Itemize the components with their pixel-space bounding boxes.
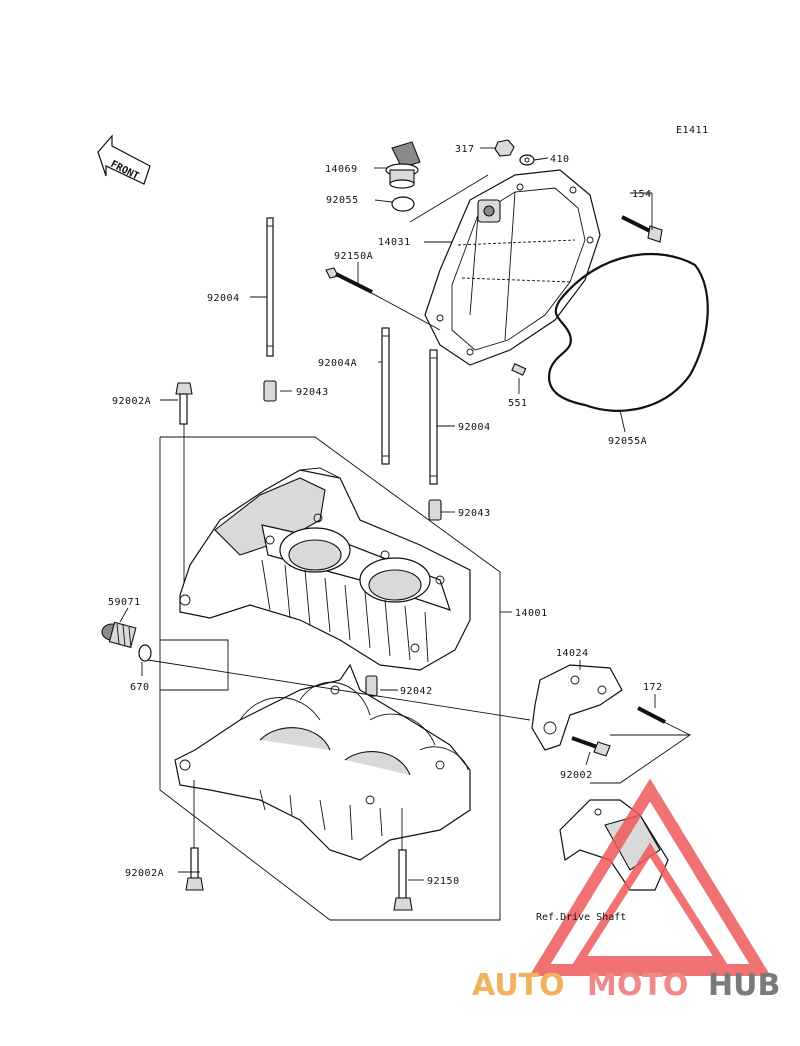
plug-o-ring-part [138, 644, 152, 662]
part-label-92004A: 92004A [318, 358, 357, 369]
cap-o-ring-part [391, 196, 415, 212]
drive-cover-gasket-part [547, 253, 709, 412]
watermark-hub: HUB [708, 968, 780, 1003]
dowel-upper-right-part [428, 499, 442, 521]
bracket-bolt-part [571, 736, 611, 757]
drive-cover-part [424, 169, 601, 366]
watermark-triangle-icon [529, 778, 771, 976]
part-label-172: 172 [643, 682, 663, 693]
diagram-code: E1411 [676, 125, 709, 136]
bracket-part [531, 664, 623, 751]
watermark-logo [529, 778, 771, 976]
part-label-92055: 92055 [326, 195, 359, 206]
crankcase-bolt-upper-part [175, 382, 193, 600]
part-label-59071: 59071 [108, 597, 141, 608]
part-label-92002A-upper: 92002A [112, 396, 151, 407]
part-label-92055A: 92055A [608, 436, 647, 447]
part-label-317: 317 [455, 144, 475, 155]
upper-crankcase-part [179, 467, 471, 671]
part-label-92043-lower: 92043 [458, 508, 491, 519]
dowel-lower-part [365, 675, 378, 697]
part-label-14024: 14024 [556, 648, 589, 659]
part-label-154: 154 [632, 189, 652, 200]
part-label-92002: 92002 [560, 770, 593, 781]
part-label-551: 551 [508, 398, 528, 409]
part-label-670: 670 [130, 682, 150, 693]
reference-note: Ref.Drive Shaft [536, 912, 626, 923]
oil-cap-part [385, 141, 421, 189]
leader-lines [119, 147, 692, 921]
part-label-14001: 14001 [515, 608, 548, 619]
crankcase-bolt-92150-part [393, 808, 413, 911]
part-label-92043-upper: 92043 [296, 387, 329, 398]
stud-middle-part [381, 327, 390, 465]
stud-right-part [429, 349, 438, 485]
part-label-92150: 92150 [427, 876, 460, 887]
stud-left-part [266, 217, 274, 357]
watermark-moto: MOTO [587, 968, 688, 1003]
washer-part [519, 154, 535, 166]
part-labels: 317 410 14069 92055 14031 154 92150A 920… [108, 144, 663, 887]
dowel-upper-left-part [263, 380, 277, 402]
plug-part [101, 621, 137, 649]
nut-part [494, 139, 515, 157]
dowel-pin-part [511, 363, 527, 376]
front-arrow-icon: FRONT [97, 134, 151, 185]
watermark-text: AUTO MOTO HUB [472, 968, 780, 1003]
part-label-14069: 14069 [325, 164, 358, 175]
part-label-14031: 14031 [378, 237, 411, 248]
part-label-92042: 92042 [400, 686, 433, 697]
crankcase-bolt-lower-part [185, 780, 204, 891]
part-label-92004-left: 92004 [207, 293, 240, 304]
part-label-92004-right: 92004 [458, 422, 491, 433]
cover-bolt-part [621, 215, 663, 243]
part-label-92002A-lower: 92002A [125, 868, 164, 879]
lower-crankcase-part [174, 663, 471, 861]
bracket-stud-part [637, 706, 666, 724]
watermark-auto: AUTO [472, 968, 565, 1003]
long-bolt-part [325, 267, 373, 294]
part-label-410: 410 [550, 154, 570, 165]
part-label-92150A: 92150A [334, 251, 373, 262]
